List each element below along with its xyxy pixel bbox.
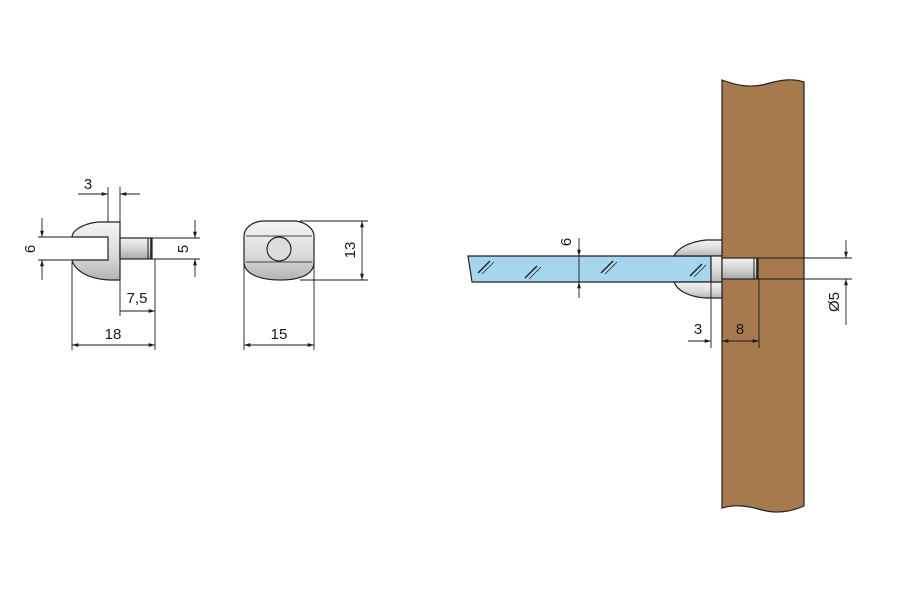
- front-dim-width: 15: [271, 326, 288, 343]
- side-dim-offset: 3: [84, 176, 92, 193]
- side-dim-height: 6: [22, 245, 39, 253]
- pin-hole-front: [266, 236, 292, 262]
- installed-dim-support-depth: 3: [694, 321, 702, 338]
- side-view: 6 3 5 7,5 18: [22, 176, 200, 350]
- front-dim-height: 13: [342, 242, 359, 259]
- wood-panel: [721, 79, 805, 513]
- installed-dim-glass-thickness: 6: [558, 238, 575, 246]
- side-dim-pin-diameter: 5: [175, 245, 192, 253]
- installed-dim-pin-depth: 8: [736, 321, 744, 338]
- installed-view: 6 Ø5 3 8: [467, 79, 852, 513]
- support-body-installed-bottom: [673, 281, 723, 299]
- pin-side: [119, 237, 153, 260]
- glass-shelf: [467, 255, 712, 283]
- support-body-side: [71, 221, 121, 281]
- front-view: 13 15: [243, 220, 368, 350]
- pin-installed: [721, 257, 759, 280]
- side-dim-pin-length: 7,5: [127, 290, 148, 307]
- installed-dim-hole-diameter: Ø5: [826, 292, 843, 312]
- side-dim-total-length: 18: [105, 326, 122, 343]
- support-body-installed-top: [673, 239, 723, 257]
